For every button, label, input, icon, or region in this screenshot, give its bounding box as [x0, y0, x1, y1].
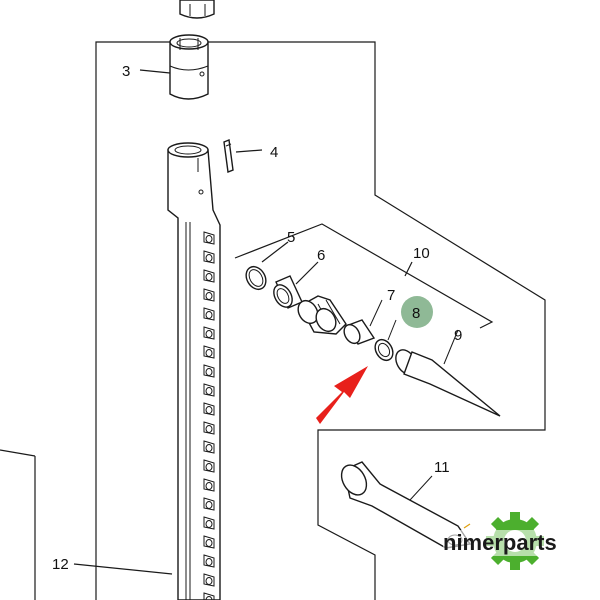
rack-tooth-hole: [205, 520, 213, 528]
rack-tooth: [203, 535, 215, 549]
callout-3: 3: [122, 63, 130, 80]
rack-tooth-hole: [205, 273, 213, 281]
callout-5: 5: [287, 229, 295, 246]
top-shaft-stub: [179, 0, 215, 19]
callout-leader-lines: [73, 69, 319, 575]
rack-tooth-hole: [205, 596, 213, 600]
rack-tooth: [203, 573, 215, 587]
callout-4: 4: [270, 144, 278, 161]
callout-6: 6: [317, 247, 325, 264]
callout-8: 8: [412, 305, 420, 322]
assembly-boundary-lines: [0, 41, 546, 600]
part-6-bushing: [273, 275, 303, 309]
rack-tooth: [203, 421, 215, 435]
gear-tooth: [490, 516, 506, 532]
rack-tooth: [203, 364, 215, 378]
rack-tooth: [203, 440, 215, 454]
brand-logo: nimerparts: [443, 512, 583, 570]
part-9-tapered-pin: [395, 329, 501, 417]
rack-tooth-hole: [205, 387, 213, 395]
part-3-coupling-sleeve: [169, 34, 209, 100]
rack-tooth: [203, 250, 215, 264]
rack-tooth: [203, 345, 215, 359]
gear-tooth: [510, 560, 520, 570]
brand-name: nimerparts: [443, 530, 557, 555]
rack-tooth: [203, 497, 215, 511]
rack-tooth: [203, 383, 215, 397]
rack-tooth-hole: [205, 311, 213, 319]
rack-tooth-hole: [205, 368, 213, 376]
rack-tooth: [203, 326, 215, 340]
part-4-roll-pin: [223, 139, 234, 173]
rack-tooth: [203, 554, 215, 568]
rack-tooth-hole: [205, 463, 213, 471]
red-pointer-arrow: [316, 366, 368, 424]
rack-tooth: [203, 459, 215, 473]
callout-9: 9: [454, 327, 462, 344]
hex-fitting-body: [297, 295, 347, 335]
rack-tooth: [203, 231, 215, 245]
rack-tooth-hole: [205, 349, 213, 357]
rack-tooth-hole: [205, 577, 213, 585]
callout-7: 7: [387, 287, 395, 304]
gear-tooth: [524, 516, 540, 532]
part-11-drive-pin: [340, 461, 472, 549]
rack-tooth: [203, 402, 215, 416]
rack-tooth-hole: [205, 292, 213, 300]
callout-10: 10: [413, 245, 430, 262]
rack-tooth-hole: [205, 254, 213, 262]
rack-tooth-hole: [205, 558, 213, 566]
rack-tooth: [203, 269, 215, 283]
part-8-seal: [374, 319, 397, 362]
part-5-o-ring: [245, 265, 267, 291]
part-10-group-bracket: [234, 223, 494, 329]
callout-numbers: 3 4 5 6 7 9 10 11 12: [52, 63, 462, 573]
rack-tooth: [203, 516, 215, 530]
rack-tooth: [203, 307, 215, 321]
gear-tooth: [510, 512, 520, 522]
part-7-sleeve: [343, 299, 383, 345]
callout-12: 12: [52, 556, 69, 573]
rack-tooth-hole: [205, 330, 213, 338]
rack-tooth: [203, 288, 215, 302]
rack-tooth-hole: [205, 501, 213, 509]
rack-tooth-hole: [205, 235, 213, 243]
part-12-rack-column: [167, 142, 221, 600]
rack-tooth-hole: [205, 444, 213, 452]
rack-tooth-hole: [205, 539, 213, 547]
rack-tooth-hole: [205, 482, 213, 490]
rack-tooth: [203, 478, 215, 492]
callout-11: 11: [434, 459, 450, 476]
rack-teeth: [203, 231, 215, 600]
rack-tooth-hole: [205, 425, 213, 433]
rack-tooth-hole: [205, 406, 213, 414]
highlight-badge-8: 8: [401, 296, 433, 328]
